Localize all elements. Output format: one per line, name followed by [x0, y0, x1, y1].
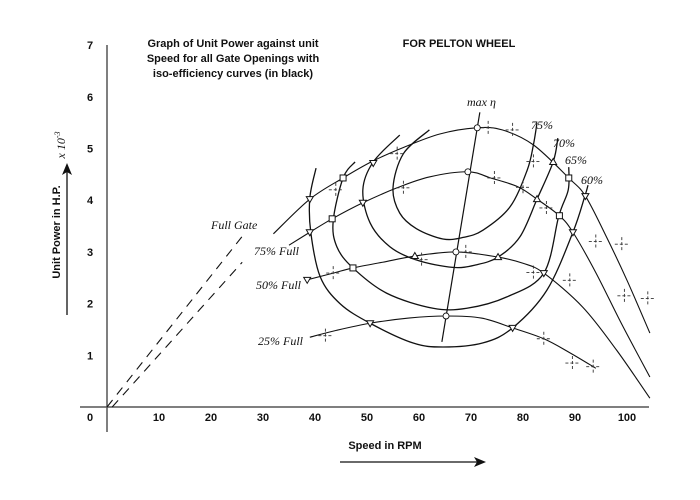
y-scale-exponent: -3: [53, 132, 62, 139]
gate-curve-dashed-full-gate: [106, 236, 243, 408]
label-75-full: 75% Full: [254, 244, 300, 258]
x-tick-label: 60: [413, 412, 425, 424]
y-tick-label: 5: [87, 144, 93, 156]
chart-title-line-3: iso-efficiency curves (in black): [153, 68, 314, 80]
label-max-efficiency: max η: [467, 95, 496, 109]
iso-efficiency-curve-75: [392, 122, 538, 241]
label-eff-70: 70%: [553, 136, 575, 150]
svg-text:x 10-3: x 10-3: [53, 132, 68, 160]
test-point-cross-marker: [588, 234, 603, 249]
test-point-cross-marker: [481, 120, 496, 135]
test-point-cross-marker: [562, 273, 577, 288]
label-eff-75: 75%: [531, 118, 553, 132]
y-axis-label: Unit Power in H.P.: [51, 185, 63, 278]
x-tick-label: 70: [465, 412, 477, 424]
chart-title-line-2: Speed for all Gate Openings with: [147, 53, 320, 65]
y-scale-base: x 10: [54, 138, 68, 159]
test-point-cross-marker: [516, 180, 530, 195]
triangle-down-marker: [305, 229, 315, 237]
x-tick-label: 80: [517, 412, 529, 424]
test-point-cross-marker: [536, 331, 551, 346]
iso-efficiency-curve-60: [308, 168, 589, 348]
triangle-up-marker: [532, 194, 542, 203]
x-tick-label: 50: [361, 412, 373, 424]
circle-marker: [442, 312, 450, 320]
test-point-cross-marker: [396, 180, 411, 195]
square-marker: [328, 215, 336, 223]
x-axis-arrow: [340, 457, 486, 467]
test-point-cross-marker: [539, 200, 554, 215]
x-tick-label: 30: [257, 412, 269, 424]
label-50-full: 50% Full: [256, 278, 302, 292]
triangle-down-marker: [358, 199, 368, 208]
test-point-cross-marker: [414, 252, 429, 267]
x-tick-label: 90: [569, 412, 581, 424]
y-tick-label: 3: [87, 247, 93, 259]
circle-marker: [464, 168, 472, 176]
triangle-up-marker: [410, 251, 420, 260]
label-25-full: 25% Full: [258, 334, 304, 348]
triangle-down-marker: [568, 229, 578, 237]
label-eff-60: 60%: [581, 173, 603, 187]
chart-title-line-1: Graph of Unit Power against unit: [147, 38, 318, 50]
label-full-gate: Full Gate: [210, 218, 258, 232]
circle-marker: [452, 248, 460, 256]
test-point-cross-marker: [565, 356, 580, 371]
iso-efficiency-curve-70: [362, 134, 559, 269]
triangle-down-marker: [581, 193, 590, 201]
circle-marker: [473, 124, 481, 132]
y-tick-label: 4: [87, 195, 94, 207]
triangle-up-marker: [493, 252, 503, 261]
gate-curve-full-gate: [273, 126, 651, 334]
y-tick-label: 1: [87, 350, 93, 362]
test-point-cross-marker: [487, 170, 502, 185]
y-scale-note: x 10-3: [53, 132, 68, 160]
square-marker: [565, 174, 573, 182]
x-tick-label: 20: [205, 412, 217, 424]
max-efficiency-line: [441, 112, 481, 342]
y-axis-arrow: [62, 163, 72, 315]
test-point-cross-marker: [505, 122, 520, 137]
label-eff-65: 65%: [565, 153, 587, 167]
triangle-down-marker: [368, 159, 378, 168]
triangle-down-marker: [305, 196, 315, 204]
triangle-up-marker: [548, 157, 558, 165]
square-marker: [555, 212, 563, 220]
y-tick-label: 6: [87, 92, 93, 104]
x-tick-label: 10: [153, 412, 165, 424]
gate-curve-25-full: [309, 315, 597, 369]
y-tick-label: 7: [87, 40, 93, 52]
triangle-down-marker: [508, 324, 517, 333]
chart-subtitle: FOR PELTON WHEEL: [403, 38, 516, 50]
square-marker: [349, 264, 357, 272]
axes: [80, 45, 649, 432]
test-point-cross-marker: [614, 237, 629, 252]
square-marker: [339, 174, 347, 182]
origin-label: 0: [87, 412, 93, 424]
gate-curve-75-full: [288, 171, 651, 378]
test-point-cross-marker: [326, 266, 341, 281]
test-point-cross-marker: [586, 359, 601, 374]
test-point-cross-marker: [328, 182, 343, 197]
triangle-down-marker: [302, 276, 312, 285]
test-point-cross-marker: [458, 244, 473, 259]
test-point-cross-marker: [526, 265, 541, 280]
x-tick-label: 40: [309, 412, 321, 424]
test-point-cross-marker: [318, 328, 333, 343]
y-tick-label: 2: [87, 299, 93, 311]
gate-curve-dashed-75-full: [111, 261, 243, 408]
x-tick-label: 100: [618, 412, 636, 424]
test-point-cross-marker: [617, 288, 632, 303]
x-axis-label: Speed in RPM: [348, 440, 421, 452]
test-point-cross-marker: [640, 291, 655, 306]
triangle-down-marker: [539, 270, 549, 278]
test-point-cross-marker: [390, 146, 405, 161]
triangle-down-marker: [365, 320, 375, 328]
test-point-cross-marker: [526, 154, 541, 169]
